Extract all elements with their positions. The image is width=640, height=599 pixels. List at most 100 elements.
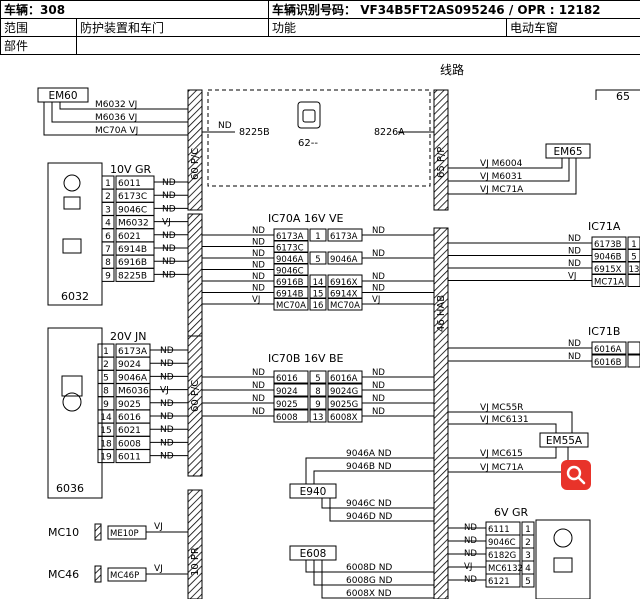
em55a-label: EM55A: [546, 435, 583, 447]
wire-code: M6036: [118, 387, 149, 397]
door-lock-icon: [302, 109, 316, 123]
ic-pin: 5: [315, 255, 320, 265]
ic-cell: [591, 341, 627, 355]
wire-color: ND: [372, 226, 385, 236]
wire-color: ND: [162, 231, 176, 241]
em55a-wire-label: VJ MC55R: [480, 403, 523, 413]
ic-right-code: 6173A: [330, 232, 358, 242]
fan-icon: [62, 392, 82, 412]
wire-code: 6021: [118, 232, 141, 242]
ic-cell: [309, 251, 327, 265]
wire-code: 9046A: [118, 373, 148, 383]
em65-wire: [448, 158, 577, 195]
wire-color: ND: [464, 549, 477, 559]
ic-left-code: 9025: [276, 400, 298, 410]
pin-number: 15: [100, 426, 111, 436]
wire-code: 6111: [488, 525, 510, 535]
wire-color: ND: [568, 259, 581, 269]
ic-cell: [309, 370, 327, 384]
ic-pin: 15: [313, 290, 324, 300]
pin-number: 4: [105, 219, 111, 229]
door-lock-icon: [297, 101, 321, 129]
header: 车辆：308 车辆识别号码： VF34B5FT2AS095246 / OPR :…: [0, 0, 640, 60]
corner-tag-frame: [595, 89, 640, 100]
ic71a-pin: 13: [629, 265, 640, 275]
ic-pin: 14: [313, 278, 324, 288]
wire-code: MC6132: [488, 564, 523, 574]
switch-icon: [61, 375, 83, 397]
wire-color: ND: [252, 249, 265, 259]
mc46-label: MC46: [48, 568, 79, 581]
magnifier-icon: [566, 465, 586, 485]
ic-right-code: 6914X: [330, 290, 358, 300]
pin-number: 9: [105, 271, 111, 281]
bus-label: 10 PR: [190, 547, 201, 576]
wire-color: VJ: [160, 386, 169, 396]
pin-number: 19: [100, 453, 112, 463]
e940-wire: [321, 498, 434, 509]
ic-cell: [309, 297, 327, 311]
nd-label: ND: [218, 121, 232, 131]
wire-color: VJ: [154, 564, 163, 574]
bus-65pp: [433, 89, 449, 211]
wire-code: 8225B: [118, 271, 147, 281]
e608-wire: [321, 560, 434, 599]
wire-color: ND: [372, 249, 385, 259]
pin-number: 14: [100, 413, 112, 423]
em55a-wire: [448, 447, 557, 459]
wire-color: ND: [372, 381, 385, 391]
bus-label: 65 P/P: [436, 147, 447, 178]
ic-left-code: 6914B: [276, 290, 304, 300]
ic-left-code: 6173C: [276, 244, 304, 254]
ic-right-code: 9024G: [330, 387, 358, 397]
e608-wire-label: 6008D ND: [346, 563, 392, 573]
em65-wire-label: VJ M6004: [480, 159, 523, 169]
bus-10pr: [187, 489, 203, 599]
vin-label: 车辆识别号码：: [272, 2, 357, 17]
ic-left-code: 6916B: [276, 278, 304, 288]
e940-wire-label: 9046B ND: [346, 462, 392, 472]
wire-color: ND: [372, 284, 385, 294]
zoom-button[interactable]: [561, 460, 591, 490]
e608-wire-label: 6008G ND: [346, 576, 392, 586]
pin-cell: [101, 267, 115, 282]
ic-right-code: 6016A: [330, 374, 358, 384]
wire-code: 6016: [118, 413, 141, 423]
vehicle-label: 车辆：308: [0, 0, 269, 19]
conn-6036-body: [47, 327, 103, 499]
junction-left-label: 8225B: [239, 127, 270, 138]
wire-color: ND: [162, 191, 176, 201]
ic-cell: [627, 341, 640, 355]
ic-pin: 8: [315, 387, 320, 397]
wire-color: ND: [252, 368, 265, 378]
wire-color: ND: [252, 238, 265, 248]
scope-label: 范围: [0, 18, 77, 37]
wire-color: ND: [160, 372, 174, 382]
ic71a-pin: 1: [631, 240, 636, 250]
mc10-label: MC10: [48, 526, 79, 539]
wire-code: 6173A: [118, 347, 148, 357]
em60-box: [37, 87, 89, 103]
e608-wire: [313, 560, 434, 586]
pin-number: 1: [103, 347, 109, 357]
conn-6v-title: 6V GR: [494, 506, 529, 519]
ic70b-title: IC70B 16V BE: [268, 352, 344, 365]
ic71a-code: 6915X: [594, 265, 622, 275]
e940-box: [289, 483, 337, 499]
wire-color: ND: [252, 226, 265, 236]
ic70a-title: IC70A 16V VE: [268, 212, 343, 225]
ic71b-code: 6016B: [594, 358, 622, 368]
wire-color: ND: [160, 399, 174, 409]
em60-wire: [51, 102, 188, 123]
ecu-chip-icon: [63, 196, 81, 210]
ic-right-code: 6916X: [330, 278, 358, 288]
pin-number: 9: [103, 400, 109, 410]
pin-number: 18: [100, 439, 112, 449]
wire-code: 6914B: [118, 245, 147, 255]
wire-color: ND: [464, 575, 477, 585]
ic-left-code: 9046C: [276, 267, 304, 277]
wire-code: 6011: [118, 453, 141, 463]
ic-right-code: 6008X: [330, 413, 358, 423]
conn-6032-id: 6032: [61, 290, 89, 303]
